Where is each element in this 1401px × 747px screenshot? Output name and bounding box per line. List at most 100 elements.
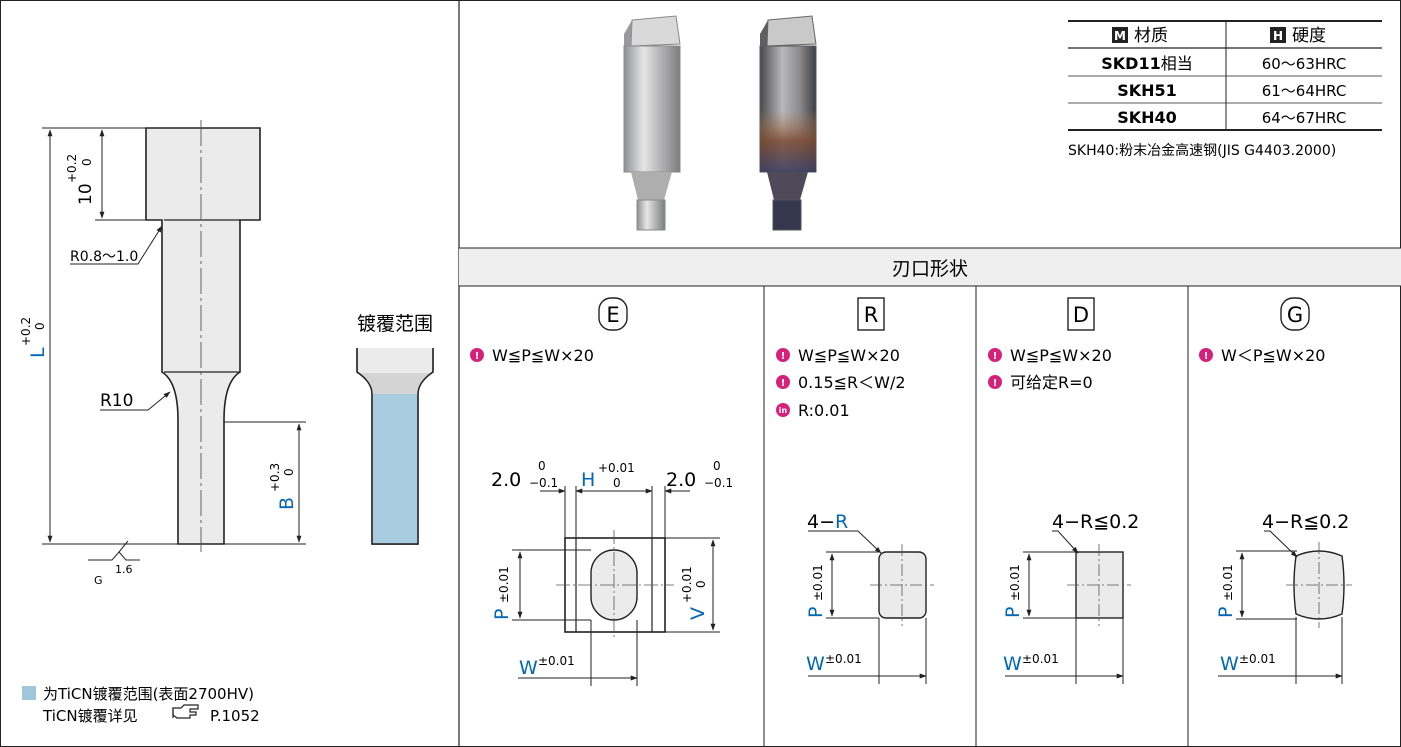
warning-icon-glyph: ! <box>1204 351 1209 362</box>
product-photo-dark <box>759 15 817 231</box>
condition-text: W≦P≦W×20 <box>798 346 900 365</box>
dim-w-tol: ±0.01 <box>1022 652 1059 666</box>
material-badge-icon <box>1112 27 1128 43</box>
hardness-badge-letter: H <box>1273 29 1283 43</box>
panel-d: D ! W≦P≦W×20 ! 可给定R=0 <box>988 297 1131 684</box>
surface-grade: 1.6 <box>115 563 133 576</box>
header-hardness: 硬度 <box>1292 26 1326 46</box>
dim-h: H <box>581 469 595 491</box>
coating-diagram <box>356 348 434 545</box>
material-table <box>1068 20 1382 131</box>
surface-symbol: G <box>94 574 103 587</box>
dim-right-tol-lower: −0.1 <box>704 476 733 490</box>
dim-w: W <box>1003 653 1022 675</box>
dim-p-tol: ±0.01 <box>1221 564 1235 601</box>
dim-length-tol-upper: +0.2 <box>19 317 33 346</box>
table-row-material: SKH40 <box>1117 108 1177 127</box>
dim-p-tol: ±0.01 <box>1008 564 1022 601</box>
condition-text: W≦P≦W×20 <box>492 346 594 365</box>
product-photo-light <box>623 15 681 231</box>
dim-head-tol-upper: +0.2 <box>65 154 79 183</box>
dim-p: P <box>491 609 513 620</box>
dim-left: 2.0 <box>491 469 521 491</box>
shape-code-badge <box>598 297 628 331</box>
dim-w: W <box>1220 653 1239 675</box>
legend-line2-page: P.1052 <box>210 707 260 725</box>
dim-blade: B <box>276 497 298 510</box>
header-material: 材质 <box>1134 26 1168 46</box>
punch-drawing <box>42 120 306 561</box>
dim-w-tol: ±0.01 <box>538 654 575 668</box>
table-row-hardness: 61～64HRC <box>1262 82 1347 100</box>
dim-p-tol: ±0.01 <box>811 564 825 601</box>
condition-text: 0.15≦R＜W/2 <box>798 373 906 392</box>
dim-w-tol: ±0.01 <box>825 652 862 666</box>
warning-icon <box>776 375 790 389</box>
shape-code: R <box>864 303 879 327</box>
table-row-hardness: 60～63HRC <box>1262 55 1347 73</box>
warning-icon <box>470 348 484 362</box>
dim-left-tol-lower: −0.1 <box>529 476 558 490</box>
dim-head-tol-lower: 0 <box>80 158 94 166</box>
hardness-badge-icon <box>1270 27 1286 43</box>
dim-blade-tol-lower: 0 <box>282 468 296 476</box>
dim-left-tol-upper: 0 <box>538 459 546 473</box>
shape-code: G <box>1287 303 1303 327</box>
increment-icon <box>776 403 790 417</box>
warning-icon <box>776 348 790 362</box>
dim-v: V <box>687 607 709 620</box>
condition-text: 可给定R=0 <box>1010 373 1093 392</box>
warning-icon-glyph: ! <box>475 351 480 362</box>
dim-head-height: 10 <box>76 183 96 205</box>
dim-w: W <box>806 653 825 675</box>
dim-radius-small: R0.8～1.0 <box>70 249 138 265</box>
coating-title: 镀覆范围 <box>357 313 433 335</box>
dim-length-tol-lower: 0 <box>33 322 47 330</box>
pointing-hand-icon <box>172 704 199 719</box>
warning-icon <box>1199 348 1213 362</box>
coating-legend-swatch <box>22 686 36 700</box>
condition-text: R:0.01 <box>798 401 850 420</box>
dim-w-tol: ±0.01 <box>1239 652 1276 666</box>
dim-h-tol-upper: +0.01 <box>598 461 635 475</box>
legend-line1: 为TiCN镀覆范围(表面2700HV) <box>43 685 254 703</box>
dim-length: L <box>27 347 49 358</box>
panel-e: E ! W≦P≦W×20 <box>470 297 720 686</box>
table-row-material: SKD11相当 <box>1101 54 1192 73</box>
warning-icon <box>988 375 1002 389</box>
dim-p: P <box>1215 607 1237 618</box>
panel-r: R ! W≦P≦W×20 ! 0.15≦R＜W/2 in R:0.01 <box>776 297 934 684</box>
legend-line2-prefix: TiCN镀覆详见 <box>42 707 138 725</box>
warning-icon-glyph: ! <box>993 351 998 362</box>
warning-icon-glyph: ! <box>993 378 998 389</box>
dim-w: W <box>519 657 538 679</box>
material-note: SKH40:粉末冶金高速钢(JIS G4403.2000) <box>1068 142 1336 159</box>
panel-g: G ! W＜P≦W×20 <box>1199 297 1352 684</box>
corner-label: 4−R <box>807 511 848 533</box>
condition-text: W≦P≦W×20 <box>1010 346 1112 365</box>
dim-blade-tol-upper: +0.3 <box>268 463 282 492</box>
table-row-material: SKH51 <box>1117 81 1177 100</box>
warning-icon-glyph: ! <box>781 351 786 362</box>
shape-code-badge <box>1280 297 1310 331</box>
table-row-hardness: 64～67HRC <box>1262 109 1347 127</box>
dim-p: P <box>1002 607 1024 618</box>
condition-text: W＜P≦W×20 <box>1221 346 1325 365</box>
warning-icon <box>988 348 1002 362</box>
increment-icon-glyph: in <box>779 406 788 415</box>
material-badge-letter: M <box>1114 29 1126 43</box>
shape-code: D <box>1073 303 1089 327</box>
dim-right-tol-upper: 0 <box>713 459 721 473</box>
warning-icon-glyph: ! <box>781 378 786 389</box>
dim-v-tol-lower: 0 <box>694 580 708 588</box>
corner-label: 4−R≦0.2 <box>1262 511 1349 533</box>
shape-code-badge <box>1067 297 1095 331</box>
dim-p: P <box>805 607 827 618</box>
corner-label: 4−R≦0.2 <box>1052 511 1139 533</box>
dim-p-tol: ±0.01 <box>497 566 511 603</box>
shape-code-badge <box>857 297 885 331</box>
shape-code: E <box>606 303 619 327</box>
dim-radius-large: R10 <box>100 391 133 411</box>
shapes-header-bar <box>459 248 1401 286</box>
